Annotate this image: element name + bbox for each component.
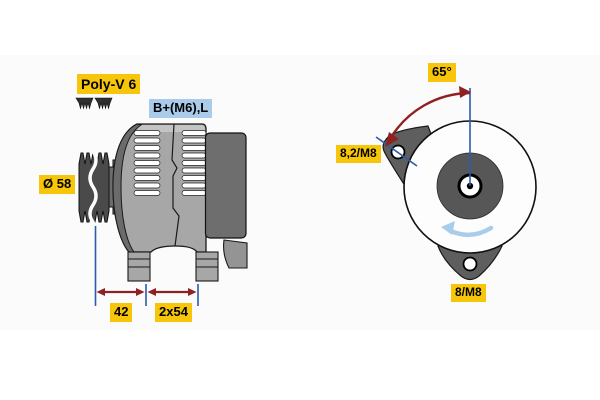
upper-hole-size-label: 8,2/M8 (336, 145, 381, 163)
vent-slots-rear (181, 130, 207, 196)
rotation-direction-arrow (441, 221, 494, 238)
lower-hole-size-label: 8/M8 (451, 284, 486, 302)
mounting-feet (127, 251, 219, 282)
rear-cover (204, 132, 247, 239)
side-view-dimensions (94, 226, 199, 306)
pulley-diameter-label: Ø 58 (39, 175, 76, 194)
belt-section-icon-1 (75, 97, 94, 110)
terminal-label: B+(M6),L (149, 99, 213, 118)
dimension-arrow-42 (96, 288, 145, 296)
front-view-drawing (375, 86, 537, 281)
dimension-arrow-2x54 (147, 288, 197, 296)
lower-lug-hole (462, 256, 478, 272)
vent-slots-front (133, 130, 161, 196)
belt-section-icon-2 (94, 97, 113, 110)
pulley-break-line (88, 149, 98, 224)
body-seam (171, 123, 180, 247)
lug-axis-line (375, 136, 418, 167)
side-view-drawing (75, 97, 248, 282)
belt-type-label: Poly-V 6 (77, 74, 141, 95)
mounting-angle-label: 65° (428, 63, 456, 82)
dimension-42-label: 42 (110, 303, 133, 322)
dimension-extension-lines (94, 226, 199, 306)
rear-foot (223, 239, 248, 269)
poly-v-belt-icon (75, 97, 113, 110)
dimension-2x54-label: 2x54 (155, 303, 192, 322)
angle-arc-arrow (385, 86, 471, 147)
